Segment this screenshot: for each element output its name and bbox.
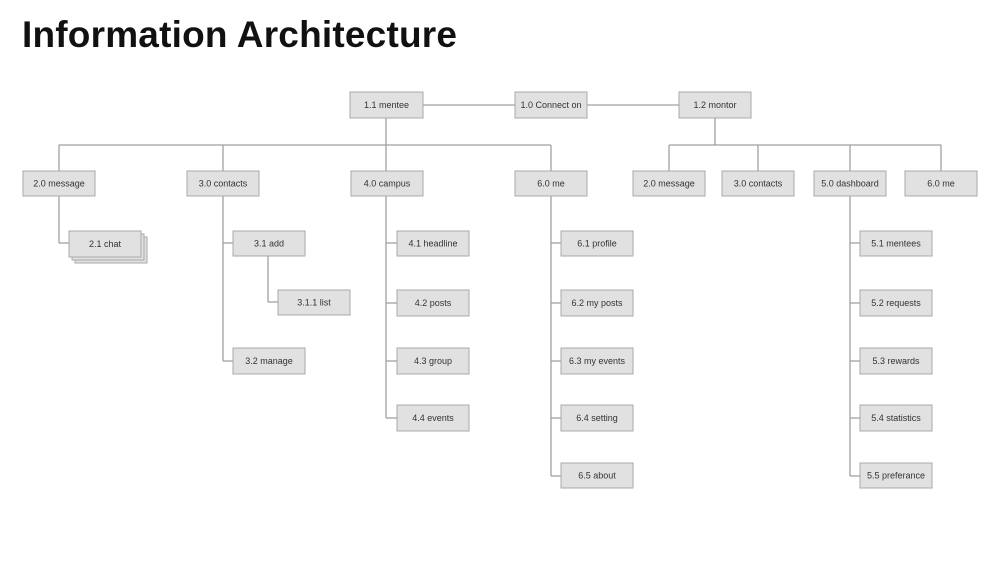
node-mentee-message: 2.0 message (22, 170, 96, 197)
node-root: 1.0 Connect on (514, 91, 588, 119)
node-label: 4.0 campus (364, 179, 411, 189)
connector-lines (58, 104, 942, 477)
node-label: 6.4 setting (576, 413, 618, 423)
node-mentee-list: 3.1.1 list (277, 289, 351, 316)
node-mentor-message: 2.0 message (632, 170, 706, 197)
node-label: 5.5 preferance (867, 471, 925, 481)
page-title: Information Architecture (22, 14, 458, 55)
node-mentee-about: 6.5 about (560, 462, 634, 489)
node-label: 5.1 mentees (871, 239, 921, 249)
node-mentee-posts: 4.2 posts (396, 289, 470, 317)
node-label: 4.3 group (414, 356, 452, 366)
node-label: 3.1.1 list (297, 298, 331, 308)
node-label: 2.0 message (643, 179, 695, 189)
node-mentee-manage: 3.2 manage (232, 347, 306, 375)
node-label: 2.1 chat (89, 239, 122, 249)
node-label: 4.1 headline (408, 239, 457, 249)
node-mentee-add: 3.1 add (232, 230, 306, 257)
node-mentor-me: 6.0 me (904, 170, 978, 197)
node-mentor-requests: 5.2 requests (859, 289, 933, 317)
node-mentee-my-posts: 6.2 my posts (560, 289, 634, 317)
node-mentee-events: 4.4 events (396, 404, 470, 432)
node-mentor-rewards: 5.3 rewards (859, 347, 933, 375)
node-label: 6.0 me (927, 179, 955, 189)
node-label: 3.2 manage (245, 356, 293, 366)
node-mentee-profile: 6.1 profile (560, 230, 634, 257)
node-label: 6.2 my posts (571, 298, 623, 308)
node-label: 1.1 mentee (364, 100, 409, 110)
node-mentor-preferance: 5.5 preferance (859, 462, 933, 489)
node-label: 1.2 montor (693, 100, 736, 110)
node-label: 6.5 about (578, 471, 616, 481)
node-mentee-me: 6.0 me (514, 170, 588, 197)
node-label: 3.0 contacts (734, 179, 783, 189)
node-label: 5.4 statistics (871, 413, 921, 423)
node-mentor-mentees: 5.1 mentees (859, 230, 933, 257)
node-label: 6.1 profile (577, 239, 617, 249)
node-label: 5.0 dashboard (821, 179, 879, 189)
node-mentee-my-events: 6.3 my events (560, 347, 634, 375)
node-label: 4.4 events (412, 413, 454, 423)
node-label: 6.0 me (537, 179, 565, 189)
node-mentee-group: 4.3 group (396, 347, 470, 375)
node-label: 6.3 my events (569, 356, 626, 366)
node-mentee-campus: 4.0 campus (350, 170, 424, 197)
node-label: 2.0 message (33, 179, 85, 189)
node-label: 3.0 contacts (199, 179, 248, 189)
node-mentor-contacts: 3.0 contacts (721, 170, 795, 197)
node-mentee-headline: 4.1 headline (396, 230, 470, 257)
node-mentee-chat: 2.1 chat (68, 230, 148, 264)
node-label: 5.2 requests (871, 298, 921, 308)
node-label: 5.3 rewards (872, 356, 920, 366)
node-mentee-contacts: 3.0 contacts (186, 170, 260, 197)
node-label: 1.0 Connect on (520, 100, 581, 110)
node-label: 3.1 add (254, 239, 284, 249)
node-mentee-setting: 6.4 setting (560, 404, 634, 432)
node-mentor-dashboard: 5.0 dashboard (813, 170, 887, 197)
node-mentor-statistics: 5.4 statistics (859, 404, 933, 432)
node-mentee: 1.1 mentee (349, 91, 424, 119)
node-mentor: 1.2 montor (678, 91, 752, 119)
node-label: 4.2 posts (415, 298, 452, 308)
